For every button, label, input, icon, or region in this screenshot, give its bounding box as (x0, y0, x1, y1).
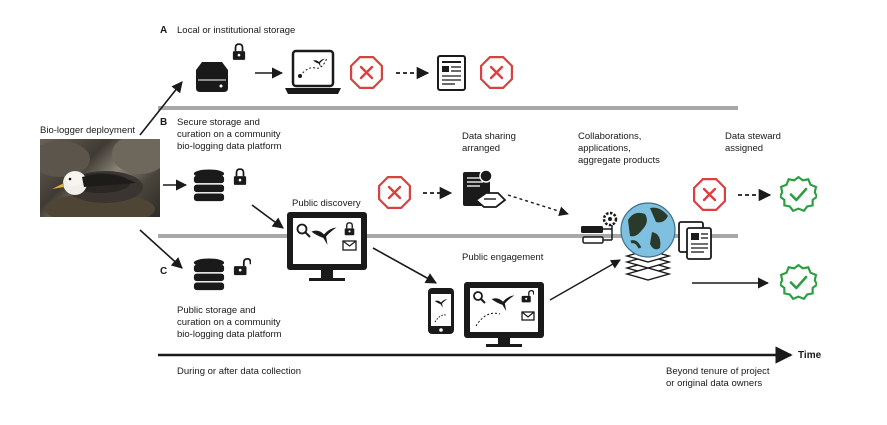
hard-drive-icon (196, 62, 228, 92)
database-icon (193, 258, 225, 291)
section-c-title: Public storage and curation on a communi… (177, 305, 282, 340)
success-check-icon (780, 264, 817, 301)
during-collection-label: During or after data collection (177, 366, 302, 377)
time-axis-label: Time (798, 350, 822, 361)
handshake-icon (463, 169, 507, 208)
public-engagement-label: Public engagement (462, 252, 544, 263)
section-a-letter: A (160, 25, 168, 36)
fail-x-icon (693, 178, 726, 211)
data-sharing-label: Data sharing arranged (462, 131, 516, 154)
data-steward-label: Data steward assigned (725, 131, 781, 154)
beyond-tenure-label: Beyond tenure of project or original dat… (666, 366, 770, 389)
unlocked-padlock-icon (233, 258, 251, 276)
section-b-title: Secure storage and curation on a communi… (177, 117, 282, 152)
section-c-letter: C (160, 266, 168, 277)
smartphone-icon (428, 288, 454, 334)
collaborations-label: Collaborations, applications, aggregate … (578, 131, 660, 166)
locked-padlock-icon (232, 43, 246, 61)
locked-padlock-icon (233, 168, 247, 186)
section-a-title: Local or institutional storage (177, 25, 296, 36)
section-b-letter: B (160, 117, 168, 128)
fail-x-icon (350, 56, 383, 89)
gears-icon (581, 211, 618, 244)
document-icon (678, 221, 712, 260)
albatross-photo (40, 139, 160, 217)
deployment-label: Bio-logger deployment (40, 125, 136, 136)
fail-x-icon (378, 176, 411, 209)
monitor-icon (287, 212, 367, 281)
success-check-icon (780, 176, 817, 213)
document-icon (437, 55, 466, 91)
public-discovery-label: Public discovery (292, 198, 361, 209)
fail-x-icon (480, 56, 513, 89)
database-icon (193, 169, 225, 202)
monitor-icon (464, 282, 544, 347)
globe-icon (620, 202, 676, 281)
laptop-map-icon (285, 49, 341, 94)
